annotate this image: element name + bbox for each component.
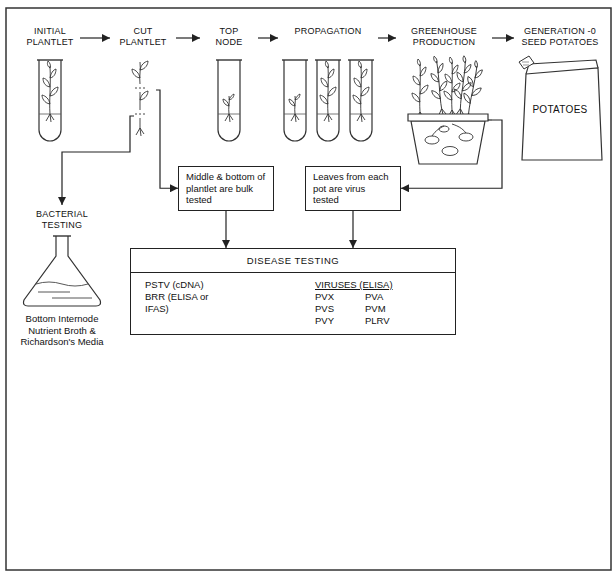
plantlet — [42, 61, 58, 122]
plantlet — [353, 61, 369, 122]
test-tube — [315, 60, 341, 141]
tubers — [425, 124, 473, 156]
greenhouse-plant — [412, 59, 428, 120]
stage-step: CUT PLANTLET — [110, 26, 176, 138]
flow-arrow — [160, 138, 178, 188]
section-heading: BACTERIAL TESTING — [19, 209, 105, 231]
plantlet-bottom — [136, 118, 144, 136]
virus-name: PVA — [365, 291, 455, 303]
medium-note: Bottom Internode Nutrient Broth & Richar… — [10, 313, 114, 348]
plantlet — [289, 94, 300, 122]
flow-arrow — [80, 37, 110, 38]
greenhouse-plant — [444, 57, 460, 118]
bag-label: POTATOES — [514, 104, 606, 115]
step-label: CUT PLANTLET — [116, 26, 170, 48]
test-item: BRR (ELISA or IFAS) — [145, 291, 209, 327]
greenhouse-plant — [459, 60, 485, 123]
flask-rim — [53, 235, 71, 236]
virus-name: PVM — [365, 303, 455, 315]
bracket — [156, 90, 160, 138]
test-tube — [348, 60, 374, 141]
greenhouse-plant — [452, 55, 474, 117]
test-tube — [282, 60, 308, 141]
stage-step: GREENHOUSE PRODUCTION — [396, 26, 492, 168]
tuber — [439, 126, 449, 132]
bag-fold — [526, 60, 598, 74]
frame — [6, 8, 611, 570]
flow-arrow — [176, 37, 200, 38]
flow-arrow — [258, 37, 278, 38]
test-tube — [37, 60, 63, 141]
plantlet — [320, 61, 336, 122]
pot — [411, 121, 485, 164]
stage-step: GENERATION -0 SEED POTATOES POTATOES — [514, 26, 606, 162]
column-heading: VIRUSES (ELISA) — [315, 279, 455, 291]
stage-step: PROPAGATION — [278, 26, 378, 144]
stage-step: INITIAL PLANTLET — [20, 26, 80, 144]
flask — [24, 236, 101, 306]
bag-tag — [519, 56, 534, 69]
test-item: PSTV (cDNA) — [145, 279, 315, 291]
virus-name: PVX — [315, 291, 365, 303]
flow-arrow — [492, 37, 514, 38]
flow-arrow — [378, 37, 396, 38]
flow-arrow — [352, 211, 353, 249]
top-node-plant — [223, 94, 234, 122]
plantlet-top — [139, 62, 141, 84]
disease-testing-box: DISEASE TESTING PSTV (cDNA)BRR (ELISA or … — [130, 248, 456, 335]
leader-stub — [488, 119, 492, 120]
tuber — [425, 136, 439, 144]
flow-arrow — [225, 211, 226, 249]
tag-lines — [522, 62, 529, 65]
cut-mark — [135, 88, 145, 114]
process-box: Leaves from each pot are virus tested — [305, 166, 401, 211]
greenhouse-plant — [428, 55, 450, 117]
flow-arrow — [62, 138, 130, 205]
step-label: GENERATION -0 SEED POTATOES — [518, 26, 602, 48]
bracket — [130, 116, 134, 138]
step-label: TOP NODE — [209, 26, 249, 48]
bacterial-test: BACTERIAL TESTING Bottom Internode Nutrie… — [10, 205, 114, 348]
box-heading: DISEASE TESTING — [131, 249, 455, 273]
step-label: GREENHOUSE PRODUCTION — [399, 26, 489, 48]
stage-step: TOP NODE — [200, 26, 258, 144]
plantlet-middle — [140, 91, 148, 110]
step-label: PROPAGATION — [278, 26, 378, 37]
box-text: Leaves from each pot are virus tested — [313, 171, 393, 206]
test-tube — [216, 60, 242, 141]
box-text: Middle & bottom of plantlet are bulk tes… — [186, 171, 266, 206]
stolon — [432, 124, 466, 136]
virus-name: PVS — [315, 303, 365, 315]
virus-name: PVY — [315, 315, 365, 327]
process-box: Middle & bottom of plantlet are bulk tes… — [178, 166, 274, 211]
flow-arrow — [401, 120, 502, 188]
cut-plantlet — [132, 61, 148, 136]
pot-rim — [408, 114, 488, 121]
tuber — [459, 133, 473, 141]
tuber — [442, 147, 458, 156]
plantlet-leaves — [132, 61, 148, 78]
virus-name: PLRV — [365, 315, 455, 327]
step-label: INITIAL PLANTLET — [20, 26, 80, 48]
broth — [36, 282, 92, 298]
